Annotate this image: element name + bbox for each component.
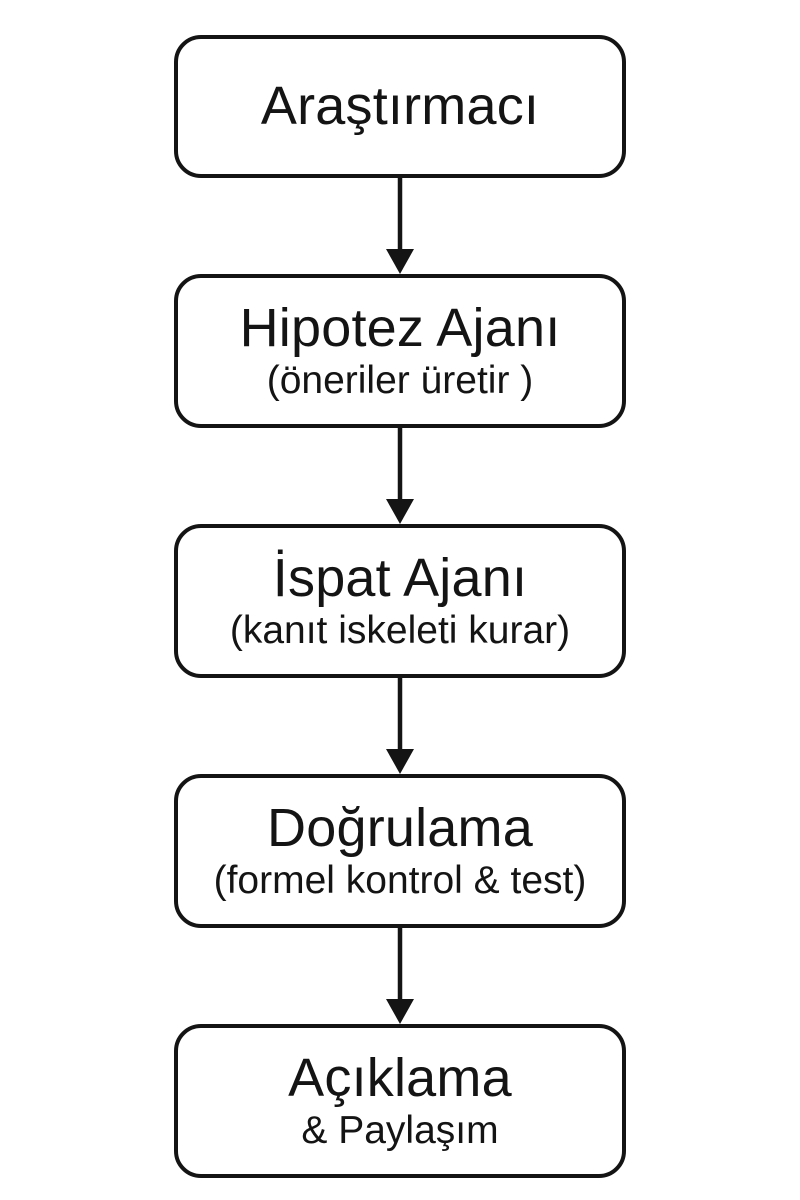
arrow-down-icon: [382, 428, 418, 524]
node-title: Açıklama: [288, 1047, 512, 1108]
arrow-down-icon: [382, 928, 418, 1024]
node-subtitle: (öneriler üretir ): [266, 359, 534, 403]
arrow-down-icon: [382, 178, 418, 274]
node-subtitle: (formel kontrol & test): [213, 859, 587, 903]
node-title: İspat Ajanı: [272, 547, 528, 608]
node-title: Hipotez Ajanı: [239, 297, 561, 358]
flow-node-arastirmaci: Araştırmacı: [174, 35, 626, 178]
node-subtitle: (kanıt iskeleti kurar): [229, 609, 571, 653]
flow-node-aciklama: Açıklama & Paylaşım: [174, 1024, 626, 1178]
flow-node-ispat-ajani: İspat Ajanı (kanıt iskeleti kurar): [174, 524, 626, 678]
node-title: Doğrulama: [267, 797, 533, 858]
flow-node-hipotez-ajani: Hipotez Ajanı (öneriler üretir ): [174, 274, 626, 428]
node-title: Araştırmacı: [260, 76, 540, 137]
arrow-down-icon: [382, 678, 418, 774]
node-subtitle: & Paylaşım: [301, 1109, 499, 1153]
flow-node-dogrulama: Doğrulama (formel kontrol & test): [174, 774, 626, 928]
